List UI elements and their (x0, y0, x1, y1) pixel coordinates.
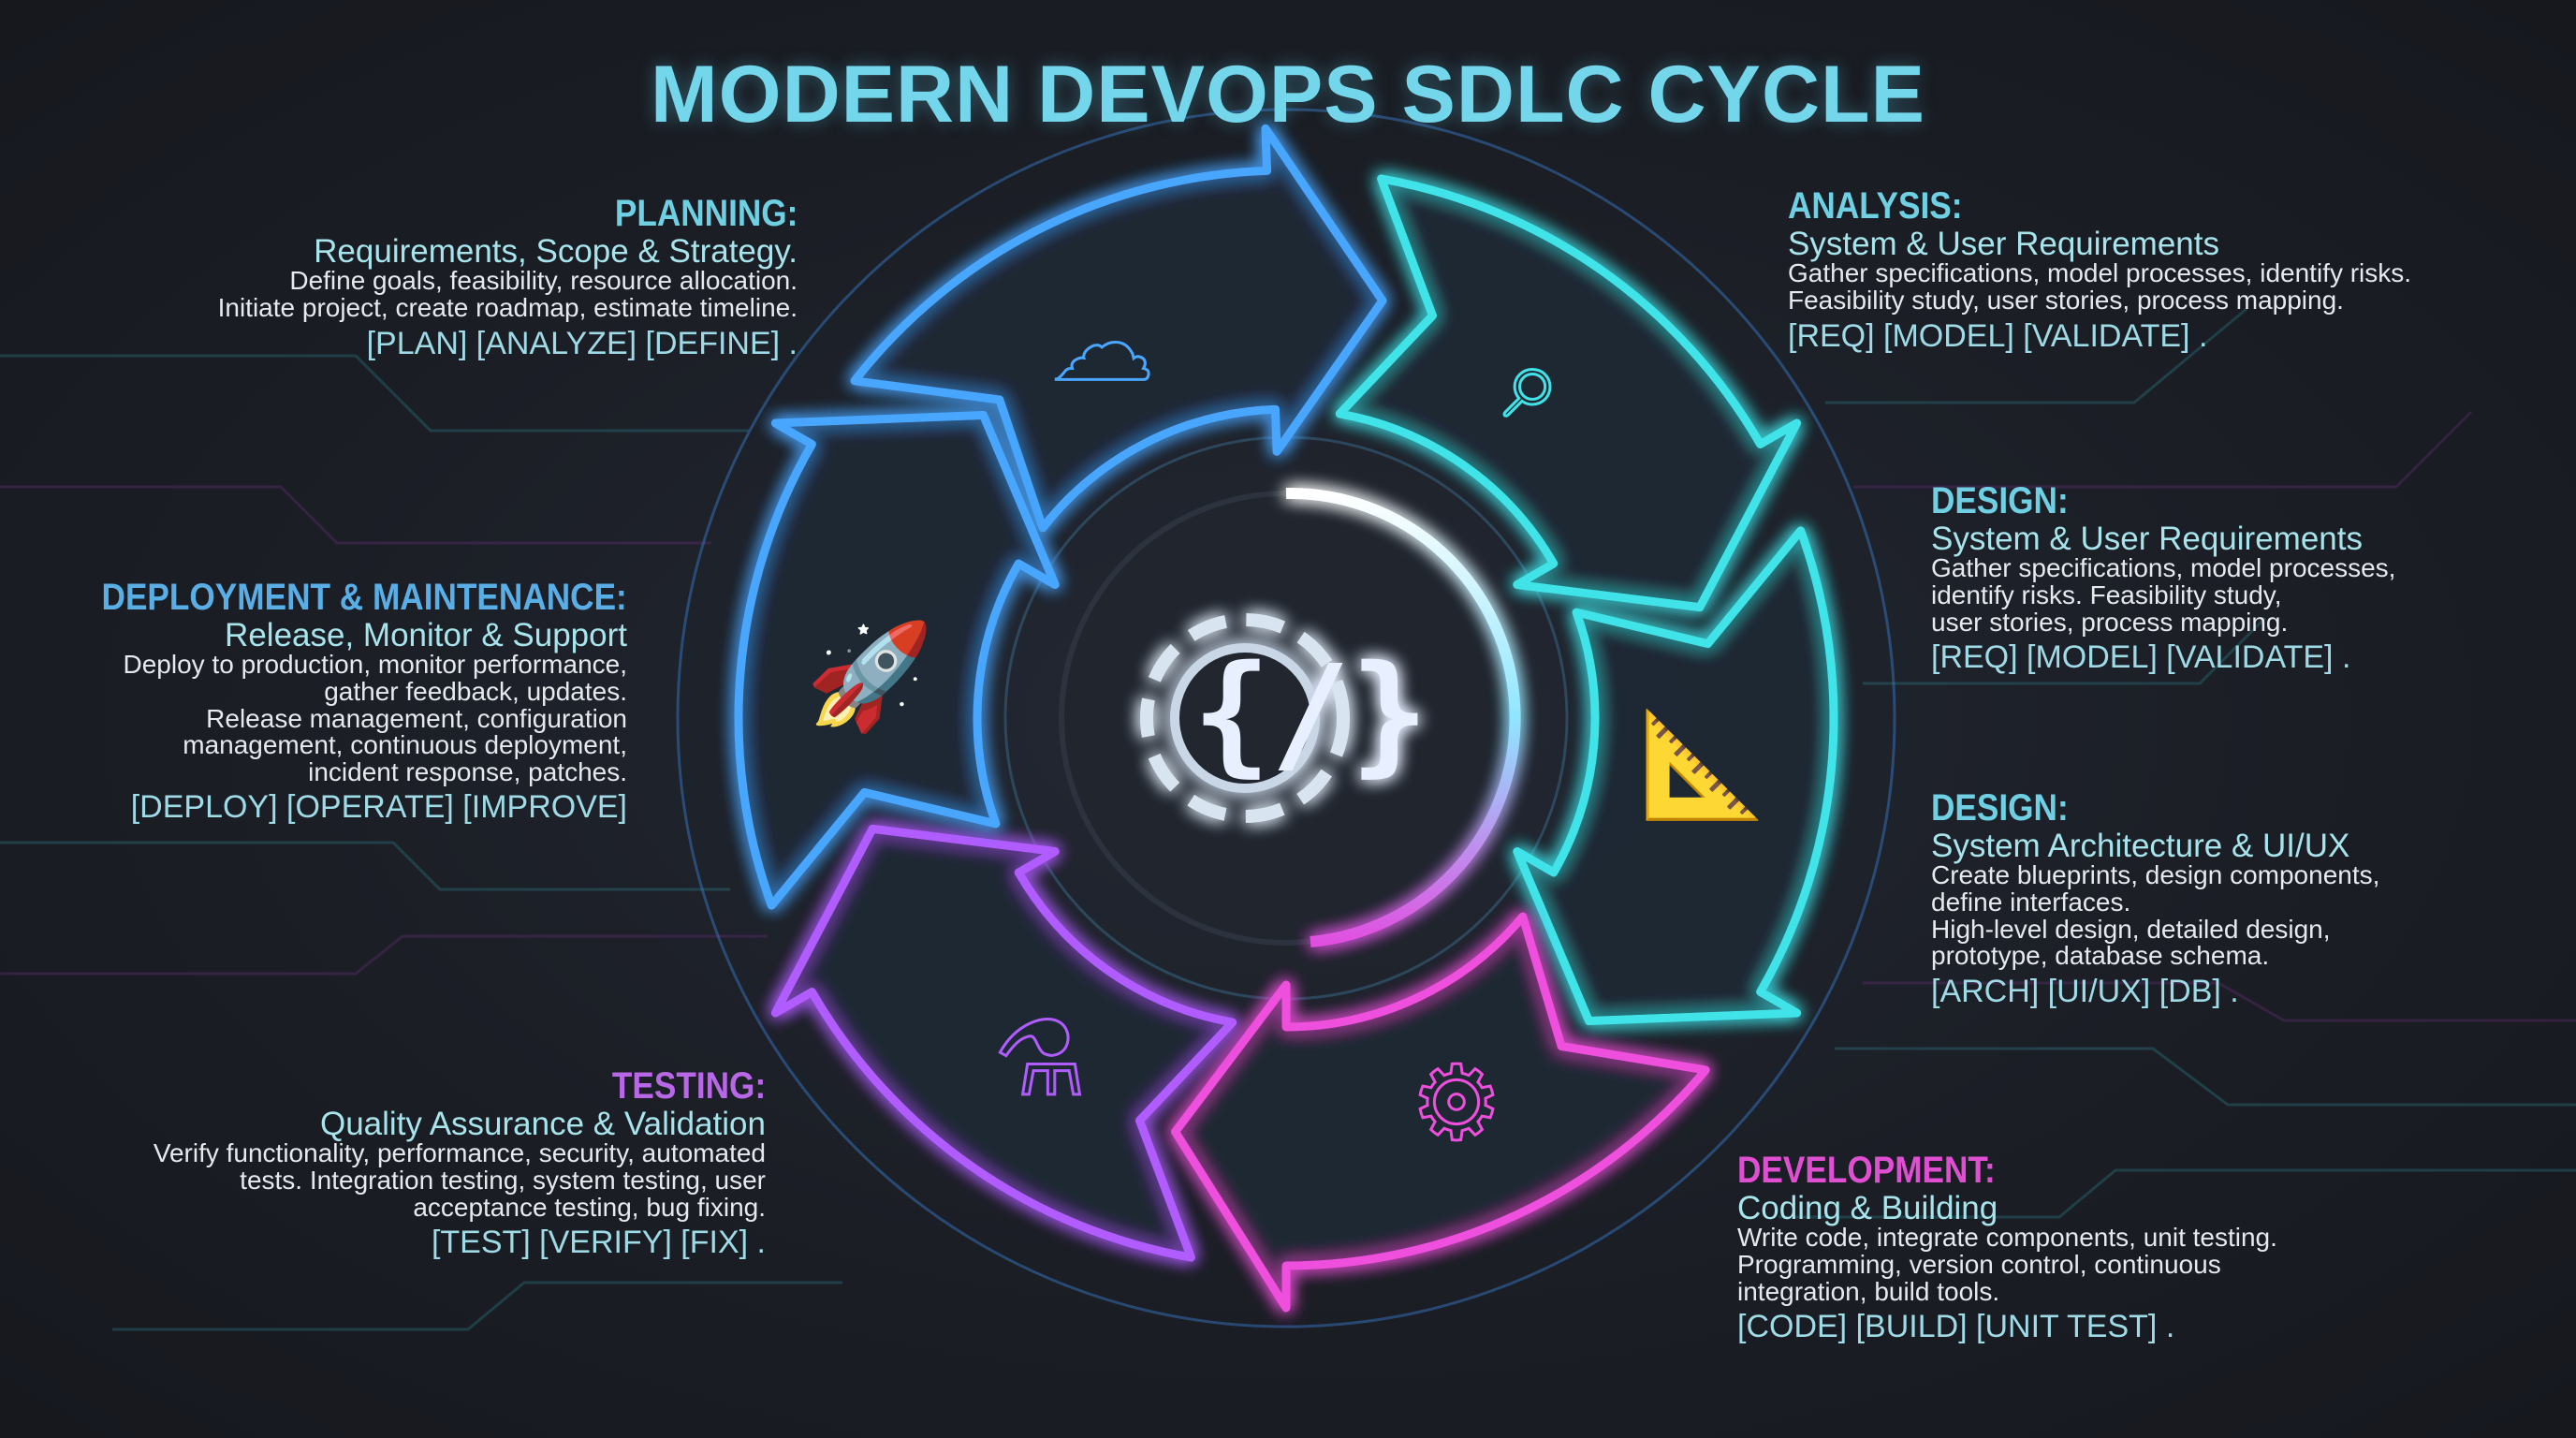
phase-design-architecture: DESIGN: System Architecture & UI/UX Crea… (1931, 789, 2379, 1007)
phase-line: incident response, patches. (308, 756, 627, 786)
cycle-arrow-segment (770, 824, 1237, 1262)
phase-subtitle: Release, Monitor & Support (225, 616, 627, 653)
phase-line: Feasibility study, user stories, process… (1788, 286, 2344, 315)
gear-code-icon: {/} (1140, 613, 1429, 823)
phase-line: tests. Integration testing, system testi… (240, 1166, 766, 1196)
phase-subtitle: System & User Requirements (1931, 520, 2363, 557)
outer-orbit-ring (676, 108, 1896, 1328)
phase-line: Gather specifications, model processes, (1931, 553, 2396, 583)
phase-line: Initiate project, create roadmap, estima… (217, 293, 798, 323)
phase-tags: [REQ] [MODEL] [VALIDATE] . (1931, 639, 2351, 676)
phase-line: Gather specifications, model processes, … (1788, 258, 2412, 288)
thought-checklist-gear-icon: ☁ (1051, 284, 1154, 404)
phase-subtitle: System & User Requirements (1788, 225, 2219, 262)
phase-line: acceptance testing, bug fixing. (413, 1192, 766, 1222)
phase-heading: DESIGN: (1931, 480, 2069, 521)
phase-line: Release management, configuration (206, 703, 627, 733)
progress-ring-arc (1285, 487, 1521, 947)
phase-deployment-maintenance: DEPLOYMENT & MAINTENANCE: Release, Monit… (30, 579, 627, 824)
test-tube-clipboard-icon: ⚗ (994, 999, 1087, 1119)
phase-tags: [CODE] [BUILD] [UNIT TEST] . (1737, 1309, 2175, 1345)
phase-tags: [TEST] [VERIFY] [FIX] . (431, 1225, 766, 1261)
phase-line: High-level design, detailed design, (1931, 914, 2331, 944)
phase-testing: TESTING: Quality Assurance & Validation … (154, 1067, 766, 1259)
phase-subtitle: Coding & Building (1737, 1189, 1998, 1226)
phase-tags: [PLAN] [ANALYZE] [DEFINE] . (366, 325, 798, 361)
blueprint-compass-icon: 📐 (1639, 704, 1767, 824)
phase-planning: PLANNING: Requirements, Scope & Strategy… (218, 195, 798, 360)
phase-development: DEVELOPMENT: Coding & Building Write cod… (1737, 1152, 2277, 1343)
cycle-arrow-segment (1513, 526, 1838, 1025)
phase-line: Define goals, feasibility, resource allo… (289, 266, 798, 296)
phase-design-requirements: DESIGN: System & User Requirements Gathe… (1931, 482, 2395, 674)
phase-heading: DEVELOPMENT: (1737, 1150, 1996, 1191)
phase-subtitle: Quality Assurance & Validation (319, 1105, 766, 1142)
phase-tags: [ARCH] [UI/UX] [DB] . (1931, 973, 2239, 1009)
phase-line: identify risks. Feasibility study, (1931, 580, 2282, 610)
cycle-arrow-segment (850, 124, 1387, 533)
phase-line: define interfaces. (1931, 888, 2131, 917)
phase-analysis: ANALYSIS: System & User Requirements Gat… (1788, 187, 2411, 352)
cycle-arrow-segment (734, 411, 1060, 910)
phase-subtitle: System Architecture & UI/UX (1931, 827, 2350, 864)
phase-line: user stories, process mapping. (1931, 607, 2289, 637)
phase-line: Deploy to production, monitor performanc… (123, 650, 628, 680)
phase-tags: [REQ] [MODEL] [VALIDATE] . (1788, 317, 2208, 354)
phase-tags: [DEPLOY] [OPERATE] [IMPROVE] (130, 789, 627, 826)
rocket-server-wrench-icon: 🚀 (806, 616, 934, 736)
phase-heading: ANALYSIS: (1788, 185, 1963, 227)
flowchart-magnifier-icon: ⌕ (1503, 321, 1561, 441)
phase-line: management, continuous deployment, (183, 730, 627, 760)
phase-line: gather feedback, updates. (324, 677, 627, 707)
code-braces-glyph: {/} (1193, 638, 1429, 790)
page-title: MODERN DEVOPS SDLC CYCLE (651, 50, 1925, 139)
code-window-gear-icon: ⚙ (1411, 1043, 1503, 1163)
phase-heading: PLANNING: (614, 193, 798, 234)
phase-heading: TESTING: (611, 1065, 766, 1107)
phase-subtitle: Requirements, Scope & Strategy. (314, 232, 798, 270)
phase-line: Create blueprints, design components, (1931, 860, 2380, 890)
cycle-arrow-segment (1335, 174, 1802, 612)
phase-line: Write code, integrate components, unit t… (1737, 1223, 2277, 1253)
phase-line: Verify functionality, performance, secur… (153, 1138, 766, 1168)
phase-line: integration, build tools. (1737, 1276, 2000, 1306)
phase-heading: DEPLOYMENT & MAINTENANCE: (101, 577, 627, 618)
phase-line: Programming, version control, continuous (1737, 1250, 2221, 1280)
cycle-arrow-segment (1171, 912, 1710, 1313)
phase-heading: DESIGN: (1931, 787, 2069, 829)
phase-line: prototype, database schema. (1931, 941, 2270, 971)
